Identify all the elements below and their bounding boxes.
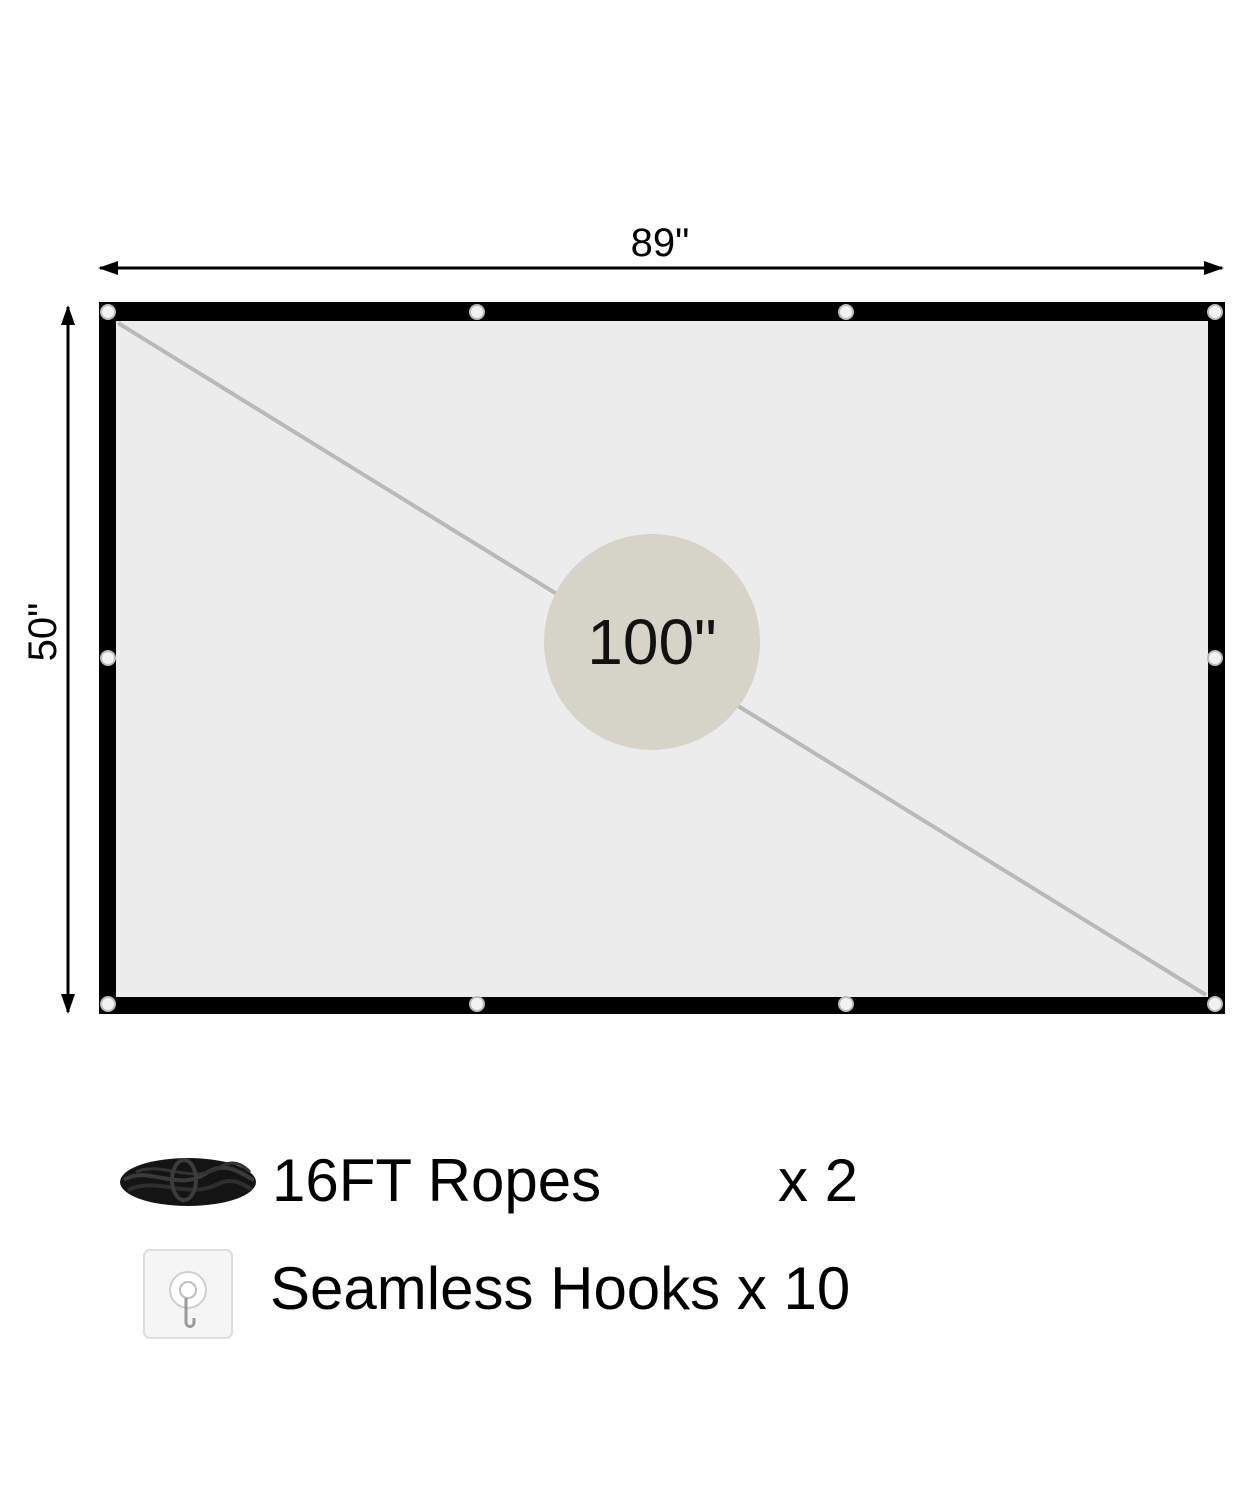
grommet [1207,650,1223,666]
grommets [100,304,1223,1012]
grommet [1207,304,1223,320]
adhesive-hook-icon [142,1248,234,1340]
diagonal-label: 100" [587,606,717,678]
rope-label: 16FT Ropes [272,1147,602,1214]
width-label: 89" [631,221,690,265]
hook-label: Seamless Hooks x 10 [270,1255,851,1322]
height-label: 50" [21,603,65,662]
grommet [100,650,116,666]
grommet [469,996,485,1012]
grommet [838,996,854,1012]
grommet [1207,996,1223,1012]
grommet [838,304,854,320]
screen-diagram: 89" 50" 100" [21,221,1225,1014]
grommet [469,304,485,320]
diagonal-badge [544,534,760,750]
rope-icon [118,1150,258,1210]
grommet [100,996,116,1012]
grommet [100,304,116,320]
rope-quantity: x 2 [778,1147,859,1214]
